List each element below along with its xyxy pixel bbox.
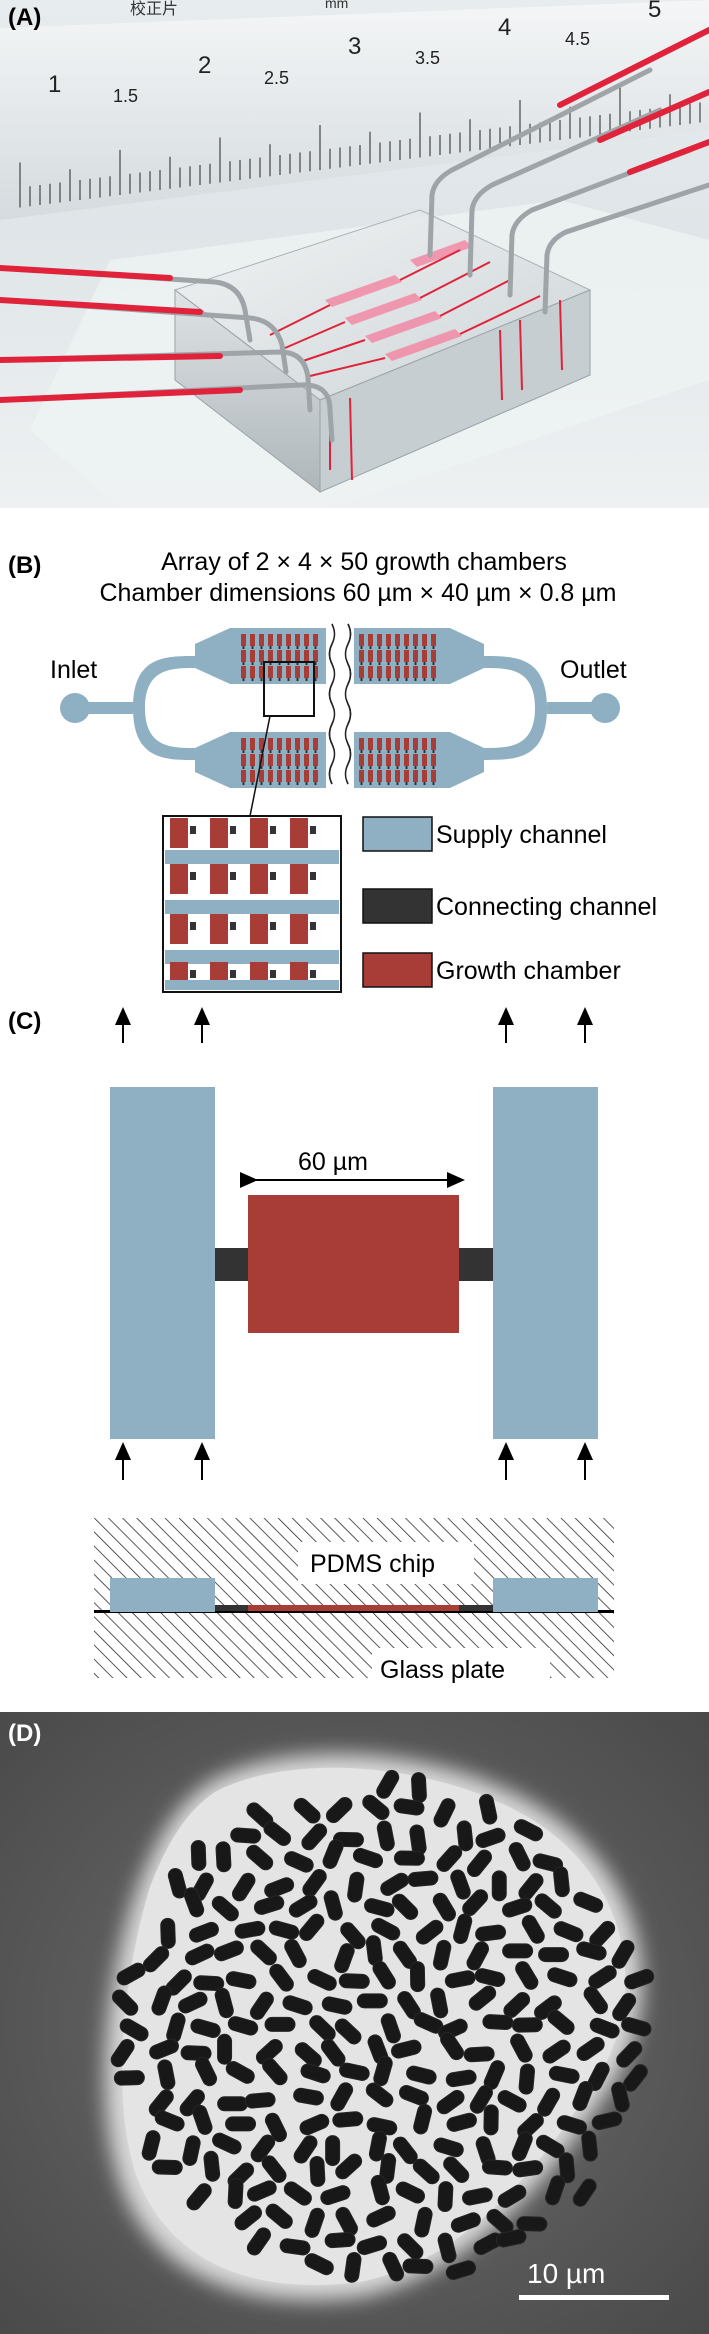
outlet-port — [590, 693, 620, 723]
ruler-tick-1: 1 — [48, 71, 61, 98]
outlet-manifold-top — [443, 628, 484, 684]
legend-label-growth: Growth chamber — [436, 957, 621, 985]
zoom-line — [249, 715, 271, 817]
tubing — [0, 27, 709, 443]
inlet-manifold-top — [195, 628, 236, 684]
chamber-geometry-diagram: 60 µm PDMS chip Glass plate — [94, 1007, 614, 1688]
connecting-channel-right — [459, 1248, 493, 1281]
scale-bar — [519, 2295, 669, 2300]
ruler-tick-4: 4 — [498, 14, 511, 41]
ruler-tick-1-5: 1.5 — [113, 86, 138, 106]
pdms-label: PDMS chip — [310, 1550, 435, 1578]
cell-colony-image: 10 µm — [0, 1712, 709, 2334]
legend-swatch-connecting — [362, 888, 433, 924]
scale-bar-label: 10 µm — [527, 2258, 605, 2289]
growth-chamber — [248, 1195, 459, 1333]
inlet-split — [133, 656, 195, 760]
connecting-channel-left — [215, 1248, 248, 1281]
legend-swatch-supply — [362, 816, 433, 852]
chip-layout-diagram: Array of 2 × 4 × 50 growth chambers Cham… — [50, 548, 657, 993]
inset-zoom — [162, 815, 342, 993]
outlet-label: Outlet — [560, 656, 627, 684]
zoom-box — [263, 661, 315, 717]
inlet-label: Inlet — [50, 656, 97, 684]
cs-supply-right — [493, 1578, 598, 1612]
ruler-ticks — [19, 87, 701, 208]
outlet-merge — [484, 656, 547, 760]
ruler-unit: mm — [325, 0, 348, 11]
legend-label-supply: Supply channel — [436, 821, 607, 849]
panel-b-layout: (B) Array of 2 × 4 × 50 growth chambers … — [0, 538, 709, 993]
panel-a-label: (A) — [8, 4, 42, 31]
panel-c-geometry: (C) 60 µm PDMS chip — [0, 1000, 709, 1712]
cs-growth-chamber — [248, 1605, 459, 1611]
panel-b-title-line2: Chamber dimensions 60 µm × 40 µm × 0.8 µ… — [99, 579, 616, 607]
ruler-tick-2: 2 — [198, 52, 211, 79]
glass-label: Glass plate — [380, 1656, 505, 1684]
ruler-tick-2-5: 2.5 — [264, 68, 289, 88]
ruler-tick-3-5: 3.5 — [415, 48, 440, 68]
legend-label-connecting: Connecting channel — [436, 893, 657, 921]
cs-supply-left — [110, 1578, 215, 1612]
panel-d-label: (D) — [8, 1720, 42, 1747]
ruler-tick-5: 5 — [648, 0, 661, 23]
supply-channel-left — [110, 1087, 215, 1439]
ruler-tick-3: 3 — [348, 33, 361, 60]
ruler-tick-4-5: 4.5 — [565, 29, 590, 49]
chip-photo: 校正片 mm 1 1.5 2 2.5 3 3.5 4 4.5 5 — [0, 0, 709, 508]
pdms-label-bg — [298, 1542, 474, 1584]
panel-a-photo: (A) 校正片 mm 1 1.5 2 2.5 3 — [0, 0, 709, 508]
supply-channel-right — [493, 1087, 598, 1439]
cross-section: PDMS chip Glass plate — [94, 1518, 614, 1688]
cells — [110, 1769, 655, 2283]
inlet-manifold-bottom — [195, 732, 236, 788]
array-chambers — [241, 634, 436, 785]
glass-label-bg — [372, 1648, 550, 1688]
outlet-manifold-bottom — [443, 732, 484, 788]
legend-swatch-growth — [362, 952, 433, 988]
legend: Supply channel Connecting channel Growth… — [362, 816, 657, 988]
panel-d-micrograph: (D) 10 µm — [0, 1712, 709, 2334]
width-label: 60 µm — [298, 1148, 368, 1176]
ruler-chinese: 校正片 — [130, 0, 178, 18]
panel-b-title-line1: Array of 2 × 4 × 50 growth chambers — [161, 548, 567, 576]
ruler: 校正片 mm 1 1.5 2 2.5 3 3.5 4 4.5 5 — [0, 0, 709, 220]
panel-b-label: (B) — [8, 552, 42, 579]
panel-c-label: (C) — [8, 1008, 42, 1035]
flow-arrows — [115, 1007, 593, 1480]
